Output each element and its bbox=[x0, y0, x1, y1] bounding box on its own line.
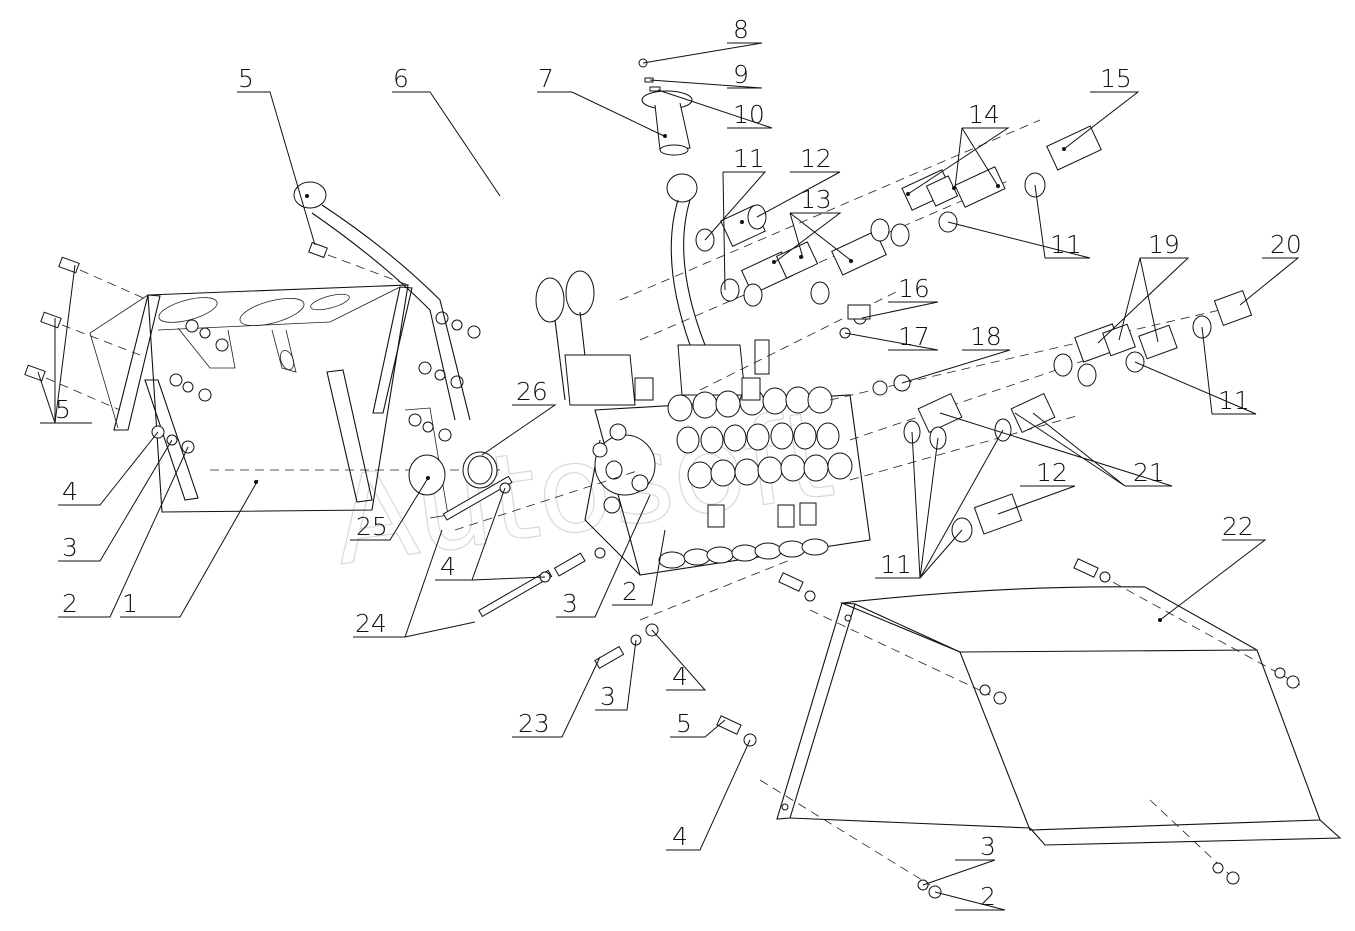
callout-label-13: 13 bbox=[800, 185, 832, 214]
leader-lines bbox=[37, 42, 1300, 911]
callout-label-3: 3 bbox=[600, 682, 616, 711]
lower-left-parts bbox=[408, 451, 1300, 899]
top-bolt-icon bbox=[308, 241, 328, 259]
callout-label-6: 6 bbox=[393, 64, 409, 93]
callout-label-11: 11 bbox=[1218, 386, 1250, 415]
callout-label-4: 4 bbox=[440, 552, 456, 581]
callout-label-4: 4 bbox=[672, 662, 688, 691]
callout-label-23: 23 bbox=[518, 709, 550, 738]
valve-port-row-1 bbox=[667, 386, 833, 422]
bolt-icon bbox=[58, 256, 80, 274]
washer-stack bbox=[151, 311, 481, 454]
callout-label-16: 16 bbox=[898, 274, 930, 303]
callout-labels: 1 2 3 4 5 5 6 7 8 9 10 11 12 13 14 15 11… bbox=[55, 15, 1302, 911]
lever-knob-housing bbox=[638, 58, 693, 156]
callout-label-11: 11 bbox=[880, 550, 912, 579]
callout-label-10: 10 bbox=[733, 100, 765, 129]
left-bracket bbox=[89, 284, 449, 519]
callout-label-3: 3 bbox=[980, 832, 996, 861]
callout-label-25: 25 bbox=[356, 512, 388, 541]
valve-port-row-2 bbox=[676, 422, 840, 454]
callout-label-2: 2 bbox=[62, 589, 78, 618]
left-bracket-fasteners bbox=[24, 241, 481, 454]
callout-label-5: 5 bbox=[55, 395, 71, 424]
callout-label-11: 11 bbox=[733, 144, 765, 173]
callout-label-15: 15 bbox=[1100, 64, 1132, 93]
callout-label-3: 3 bbox=[562, 589, 578, 618]
callout-label-12: 12 bbox=[800, 144, 832, 173]
spool-caps bbox=[658, 538, 829, 569]
callout-label-5: 5 bbox=[238, 64, 254, 93]
bolt-icon bbox=[24, 364, 46, 382]
bolt-icon bbox=[40, 311, 62, 329]
callout-label-1: 1 bbox=[122, 589, 138, 618]
callout-label-26: 26 bbox=[516, 377, 548, 406]
callout-label-14: 14 bbox=[968, 100, 1000, 129]
callout-label-19: 19 bbox=[1148, 230, 1180, 259]
control-lever bbox=[293, 173, 746, 421]
callout-label-4: 4 bbox=[672, 822, 688, 851]
callout-label-20: 20 bbox=[1270, 230, 1302, 259]
callout-label-8: 8 bbox=[733, 15, 749, 44]
callout-label-21: 21 bbox=[1133, 458, 1165, 487]
callout-label-12: 12 bbox=[1036, 458, 1068, 487]
callout-label-4: 4 bbox=[62, 477, 78, 506]
callout-label-11: 11 bbox=[1050, 230, 1082, 259]
valve-port-row-3 bbox=[687, 452, 853, 489]
callout-label-7: 7 bbox=[538, 64, 554, 93]
callout-label-24: 24 bbox=[355, 609, 387, 638]
valve-block bbox=[584, 339, 871, 576]
callout-label-18: 18 bbox=[970, 322, 1002, 351]
callout-label-5: 5 bbox=[676, 709, 692, 738]
upper-fittings bbox=[695, 125, 1102, 396]
callout-label-3: 3 bbox=[62, 533, 78, 562]
callout-label-17: 17 bbox=[898, 322, 930, 351]
right-cover bbox=[776, 586, 1342, 846]
callout-label-22: 22 bbox=[1222, 512, 1254, 541]
callout-label-9: 9 bbox=[733, 60, 749, 89]
right-fittings bbox=[903, 290, 1253, 543]
callout-label-2: 2 bbox=[622, 577, 638, 606]
callout-label-2: 2 bbox=[980, 882, 996, 911]
